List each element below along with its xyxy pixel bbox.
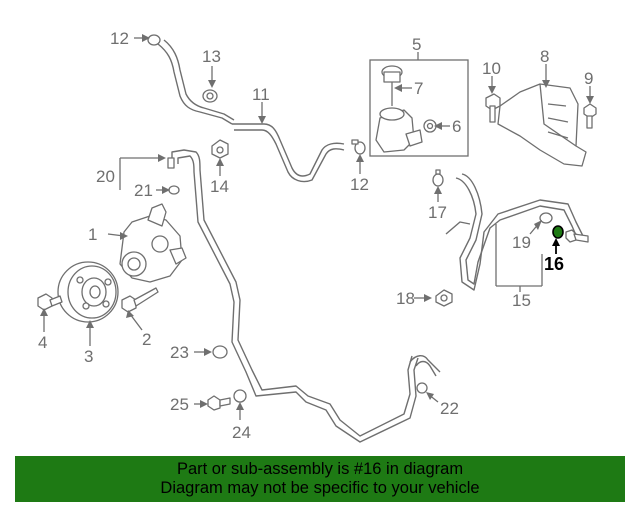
callout-14: 14 [210, 177, 229, 196]
callout-18: 18 [396, 289, 415, 308]
callout-17: 17 [428, 203, 447, 222]
callout-5: 5 [412, 35, 421, 54]
pulley [57, 261, 119, 323]
return-line-upper [157, 43, 233, 125]
pressure-line [171, 149, 413, 437]
washer-19 [539, 212, 553, 224]
fitting-20 [167, 157, 175, 169]
nut-14 [211, 139, 229, 159]
callout-25: 25 [170, 395, 189, 414]
hose-15 [455, 177, 585, 291]
clamp-12-top [147, 34, 161, 46]
bolt-10 [485, 93, 501, 123]
banjo-bolt [565, 229, 589, 243]
bolt-2 [121, 287, 159, 313]
banner-line-1: Part or sub-assembly is #16 in diagram [176, 460, 464, 478]
callout-8: 8 [540, 47, 549, 66]
clamp-23 [212, 345, 228, 359]
callout-24: 24 [232, 423, 251, 442]
callout-20: 20 [96, 167, 115, 186]
clamp-12-right [351, 139, 366, 155]
callout-11: 11 [252, 85, 270, 104]
reservoir-cap [381, 65, 403, 106]
callout-2: 2 [142, 330, 151, 349]
callout-3: 3 [84, 347, 93, 366]
callout-10: 10 [482, 59, 501, 78]
callout-12-top: 12 [110, 29, 129, 48]
callout-23: 23 [170, 343, 189, 362]
callout-19: 19 [512, 233, 531, 252]
parts-diagram: 1 2 3 4 5 6 7 8 9 10 11 12 12 13 14 15 1… [37, 29, 597, 443]
callout-15: 15 [512, 291, 531, 310]
washer-22 [416, 382, 428, 394]
bolt-25 [207, 395, 231, 411]
clamp-24 [233, 389, 247, 403]
callout-6: 6 [452, 117, 461, 136]
reservoir [375, 107, 423, 153]
callout-13: 13 [202, 47, 221, 66]
callout-21: 21 [134, 181, 153, 200]
callout-1: 1 [88, 225, 97, 244]
washer-21 [168, 185, 180, 195]
bolt-4 [37, 293, 63, 311]
nut-18 [435, 289, 453, 307]
callout-4: 4 [38, 333, 47, 352]
reservoir-box [369, 59, 469, 157]
clamp-17 [432, 169, 444, 187]
bracket-8 [497, 83, 587, 167]
callout-16: 16 [544, 254, 564, 274]
hose-11 [232, 123, 345, 177]
callout-7: 7 [414, 79, 423, 98]
o-ring-16 [552, 225, 564, 239]
callout-12-right: 12 [350, 175, 369, 194]
callout-9: 9 [584, 69, 593, 88]
banner-line-2: Diagram may not be specific to your vehi… [160, 479, 480, 497]
part-info-banner: Part or sub-assembly is #16 in diagram D… [15, 456, 625, 502]
bolt-9 [583, 103, 597, 129]
clamp-13 [202, 89, 218, 103]
power-steering-pump [119, 203, 187, 283]
callout-22: 22 [440, 399, 459, 418]
